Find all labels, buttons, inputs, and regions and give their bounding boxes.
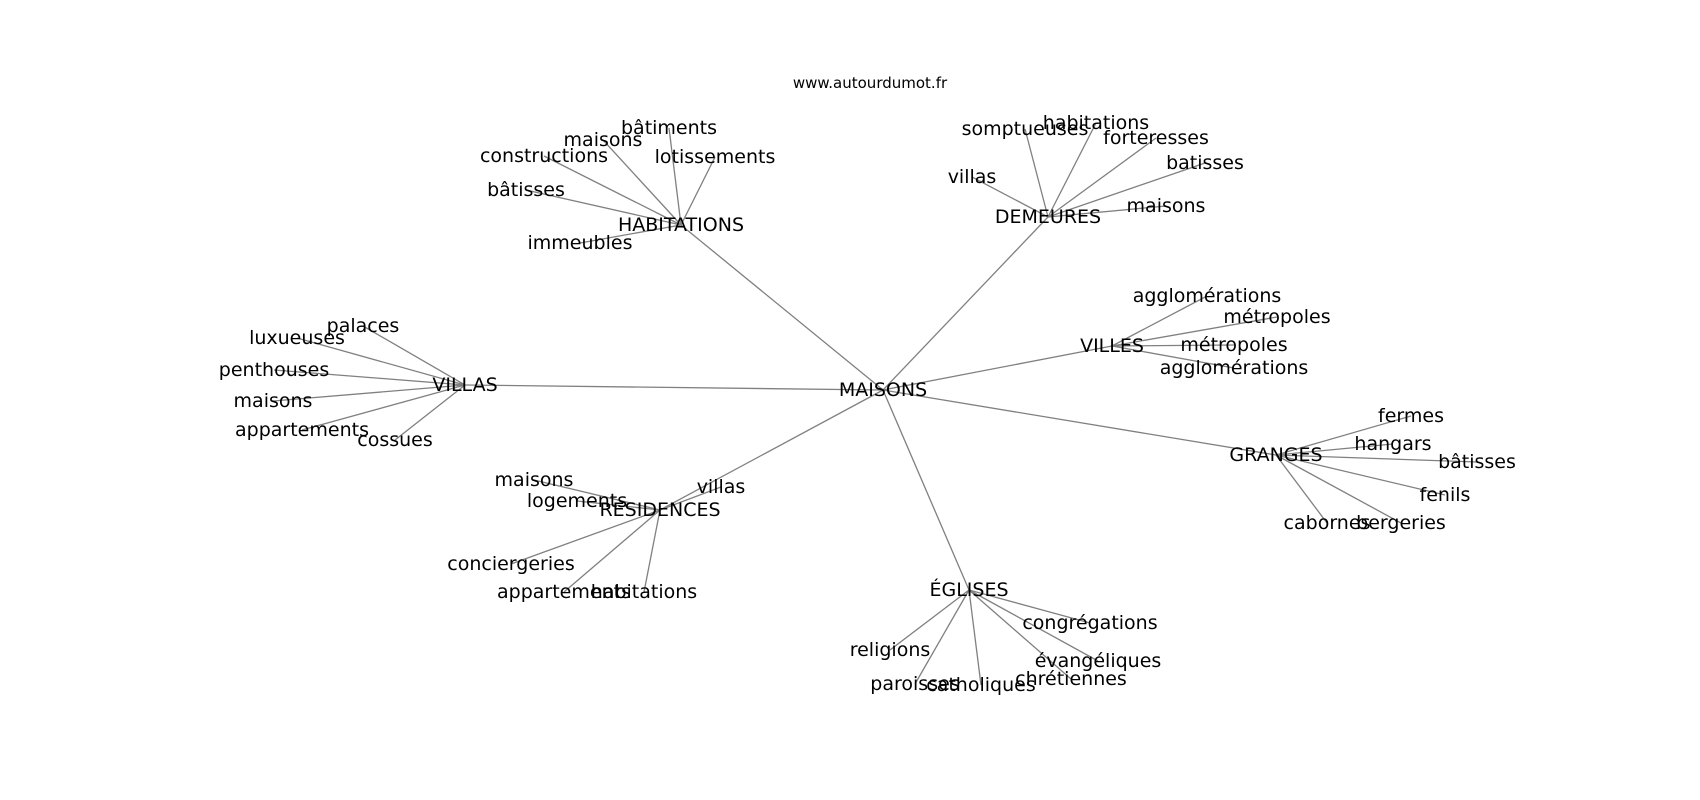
leaf-node-label: constructions bbox=[480, 145, 608, 167]
edge-hub-leaf bbox=[533, 479, 661, 511]
leaf-node-label: cabornes bbox=[1284, 512, 1371, 534]
edge-hub-leaf bbox=[1047, 137, 1157, 218]
edge-hub-leaf bbox=[362, 325, 466, 386]
edge-hub-leaf bbox=[968, 589, 982, 686]
leaf-node-label: appartements bbox=[497, 581, 631, 603]
edge-hub-leaf bbox=[1024, 128, 1049, 218]
edge-hub-leaf bbox=[525, 189, 682, 226]
edge-hub-leaf bbox=[579, 224, 682, 244]
edge-hub-leaf bbox=[668, 127, 682, 226]
leaf-node-label: fenils bbox=[1420, 484, 1471, 506]
leaf-node-label: logements bbox=[527, 490, 627, 512]
edge-hub-leaf bbox=[1047, 122, 1097, 218]
leaf-node-label: penthouses bbox=[219, 359, 329, 381]
edge-root-hub bbox=[882, 389, 970, 591]
edge-hub-leaf bbox=[914, 589, 970, 685]
edge-hub-leaf bbox=[1111, 295, 1208, 347]
leaf-node-label: cossues bbox=[357, 429, 433, 451]
edge-hub-leaf bbox=[1047, 205, 1167, 218]
leaf-node-label: paroisses bbox=[870, 673, 959, 695]
edge-hub-leaf bbox=[643, 509, 661, 593]
edge-hub-leaf bbox=[394, 384, 466, 441]
edge-hub-leaf bbox=[971, 176, 1049, 218]
leaf-node-label: batisses bbox=[1166, 152, 1244, 174]
edge-hub-leaf bbox=[273, 369, 466, 386]
leaf-node-label: bâtisses bbox=[1438, 451, 1516, 473]
graph-labels: MAISONSHABITATIONSbâtimentsmaisonsconstr… bbox=[219, 112, 1516, 696]
edge-hub-leaf bbox=[1275, 454, 1402, 524]
edge-hub-leaf bbox=[659, 486, 722, 511]
edge-hub-leaf bbox=[1111, 345, 1235, 369]
edge-root-hub bbox=[464, 384, 884, 391]
leaf-node-label: luxueuses bbox=[249, 327, 345, 349]
leaf-node-label: somptueuses bbox=[962, 118, 1089, 140]
leaf-node-label: maisons bbox=[495, 469, 574, 491]
edge-hub-leaf bbox=[1275, 415, 1412, 456]
edge-hub-leaf bbox=[510, 509, 661, 565]
edge-hub-leaf bbox=[543, 155, 682, 226]
leaf-node-label: agglomérations bbox=[1160, 357, 1309, 379]
edge-hub-leaf bbox=[680, 156, 716, 226]
leaf-node-label: maisons bbox=[234, 390, 313, 412]
edge-hub-leaf bbox=[968, 589, 1099, 662]
edge-hub-leaf bbox=[272, 384, 466, 402]
edge-root-hub bbox=[882, 389, 1277, 456]
edge-hub-leaf bbox=[1111, 316, 1278, 347]
edge-hub-leaf bbox=[968, 589, 1091, 624]
edge-hub-leaf bbox=[1275, 443, 1394, 456]
leaf-node-label: immeubles bbox=[528, 232, 633, 254]
edge-hub-leaf bbox=[968, 589, 1072, 680]
edge-hub-leaf bbox=[1111, 344, 1235, 347]
leaf-node-label: villas bbox=[948, 166, 997, 188]
edge-hub-leaf bbox=[1047, 162, 1206, 218]
leaf-node-label: agglomérations bbox=[1133, 285, 1282, 307]
hub-node-label: RESIDENCES bbox=[599, 499, 720, 521]
leaf-node-label: chrétiennes bbox=[1015, 668, 1127, 690]
hub-node-label: ÉGLISES bbox=[929, 578, 1008, 601]
edge-hub-leaf bbox=[296, 337, 466, 386]
graph-edges bbox=[272, 122, 1478, 686]
hub-node-label: DEMEURES bbox=[995, 206, 1101, 228]
leaf-node-label: fermes bbox=[1378, 405, 1444, 427]
edge-root-hub bbox=[882, 345, 1113, 391]
edge-root-hub bbox=[680, 224, 884, 391]
leaf-node-label: forteresses bbox=[1103, 127, 1209, 149]
leaf-node-label: bâtiments bbox=[621, 117, 717, 139]
leaf-node-label: catholiques bbox=[926, 674, 1035, 696]
leaf-node-label: palaces bbox=[327, 315, 400, 337]
edge-hub-leaf bbox=[1275, 454, 1328, 524]
hub-node-label: VILLES bbox=[1080, 335, 1144, 357]
edge-hub-leaf bbox=[576, 500, 661, 511]
source-credit: www.autourdumot.fr bbox=[793, 74, 948, 92]
leaf-node-label: bergeries bbox=[1356, 512, 1446, 534]
leaf-node-label: bâtisses bbox=[487, 179, 565, 201]
hub-node-label: GRANGES bbox=[1229, 444, 1322, 466]
leaf-node-label: lotissements bbox=[655, 146, 776, 168]
leaf-node-label: villas bbox=[697, 476, 746, 498]
edge-hub-leaf bbox=[1275, 454, 1478, 463]
hub-node-label: HABITATIONS bbox=[618, 214, 744, 236]
hub-node-label: VILLAS bbox=[432, 374, 497, 396]
leaf-node-label: habitations bbox=[591, 581, 697, 603]
edge-hub-leaf bbox=[602, 139, 682, 226]
edge-hub-leaf bbox=[889, 589, 970, 651]
leaf-node-label: congrégations bbox=[1022, 612, 1157, 634]
edge-hub-leaf bbox=[1275, 454, 1446, 496]
leaf-node-label: habitations bbox=[1043, 112, 1149, 134]
leaf-node-label: évangéliques bbox=[1035, 650, 1162, 672]
root-node-label: MAISONS bbox=[839, 379, 927, 401]
leaf-node-label: maisons bbox=[1127, 195, 1206, 217]
leaf-node-label: maisons bbox=[564, 129, 643, 151]
leaf-node-label: appartements bbox=[235, 419, 369, 441]
leaf-node-label: métropoles bbox=[1223, 306, 1330, 328]
edge-hub-leaf bbox=[301, 384, 466, 431]
leaf-node-label: métropoles bbox=[1180, 334, 1287, 356]
edge-root-hub bbox=[882, 216, 1049, 391]
edge-hub-leaf bbox=[563, 509, 661, 593]
edge-root-hub bbox=[659, 389, 884, 511]
leaf-node-label: conciergeries bbox=[447, 553, 574, 575]
leaf-node-label: hangars bbox=[1354, 433, 1431, 455]
leaf-node-label: religions bbox=[850, 639, 931, 661]
